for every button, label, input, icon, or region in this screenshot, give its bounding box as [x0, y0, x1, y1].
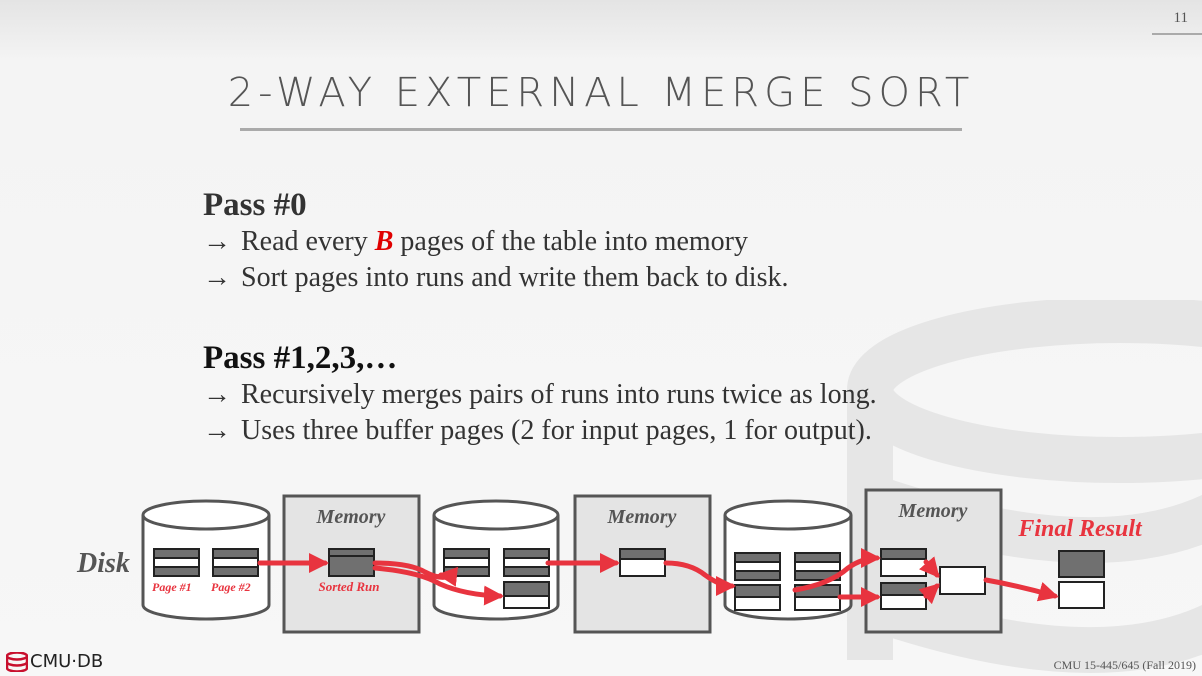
disk2-page-1	[443, 548, 490, 577]
course-label: CMU 15-445/645 (Fall 2019)	[1053, 658, 1196, 672]
arrow-mem2-to-disk3	[663, 560, 736, 596]
logo-text: CMU·DB	[30, 651, 104, 672]
disk-label: Disk	[76, 548, 130, 579]
cmu-db-logo: CMU·DB	[6, 651, 103, 672]
arrow-mem3-merge-top	[919, 556, 940, 579]
page1-label: Page #1	[152, 580, 192, 594]
arrow-mem1-to-disk2-top	[372, 560, 459, 587]
final-result-page-2	[1058, 581, 1105, 609]
disk2-page-3	[503, 581, 550, 609]
memory1-sorted-page	[328, 548, 375, 577]
slide-title: 2-WAY EXTERNAL MERGE SORT	[227, 70, 975, 116]
pass0-bullet-1-emphasis: B	[374, 226, 394, 257]
arrow-icon: →	[203, 262, 231, 293]
pass0-bullet-1-text-after: pages of the table into memory	[393, 226, 748, 257]
passn-bullet-1: → Recursively merges pairs of runs into r…	[203, 377, 1083, 413]
memory2-page	[619, 548, 666, 577]
memory3-input-page-2	[880, 582, 927, 610]
memory3-input-page-1	[880, 548, 927, 577]
merge-sort-diagram: Disk Page #1 Page #2 Memory Sorted Run	[76, 488, 1143, 634]
disk3-page-3	[734, 584, 781, 611]
memory2-label: Memory	[607, 506, 677, 528]
arrow-disk3-to-mem3-top	[792, 548, 881, 593]
disk1-page-2	[212, 548, 259, 577]
disk1-page-1	[153, 548, 200, 577]
database-logo-icon	[6, 651, 28, 672]
passn-bullet-2: → Uses three buffer pages (2 for input pa…	[203, 413, 1083, 449]
arrow-icon: →	[203, 415, 231, 446]
arrow-mem3-to-final	[983, 577, 1059, 602]
slide-number-rule	[1152, 33, 1202, 35]
pass0-bullet-1: → Read every B pages of the table into me…	[203, 224, 1083, 260]
memory3-output-page	[939, 566, 986, 595]
slide-number: 11	[1173, 10, 1188, 26]
arrow-mem3-merge-bottom	[918, 583, 940, 605]
title-underline	[240, 128, 962, 131]
pass0-bullet-2: → Sort pages into runs and write them bac…	[203, 260, 1083, 296]
final-result-label: Final Result	[1017, 516, 1143, 542]
disk-cylinder-1	[141, 499, 271, 621]
pass0-bullet-2-text: Sort pages into runs and write them back…	[241, 262, 789, 293]
arrow-icon: →	[203, 379, 231, 410]
sorted-run-label: Sorted Run	[318, 579, 379, 594]
disk3-page-1	[734, 552, 781, 581]
passn-bullet-2-text: Uses three buffer pages (2 for input pag…	[241, 415, 872, 446]
final-result-page-1	[1058, 550, 1105, 578]
disk3-page-2	[794, 552, 841, 581]
pass0-bullet-1-text-before: Read every	[241, 226, 375, 257]
arrow-mem1-to-disk2-bottom	[372, 565, 504, 606]
passn-heading: Pass #1,2,3,…	[203, 340, 398, 376]
slide-content: Pass #0 → Read every B pages of the table…	[203, 186, 1083, 449]
memory1-label: Memory	[316, 506, 386, 528]
memory3-label: Memory	[898, 500, 968, 522]
disk2-page-2	[503, 548, 550, 577]
passn-bullet-1-text: Recursively merges pairs of runs into ru…	[241, 379, 877, 410]
pass0-heading: Pass #0	[203, 187, 307, 223]
page2-label: Page #2	[211, 580, 251, 594]
arrow-icon: →	[203, 226, 231, 257]
